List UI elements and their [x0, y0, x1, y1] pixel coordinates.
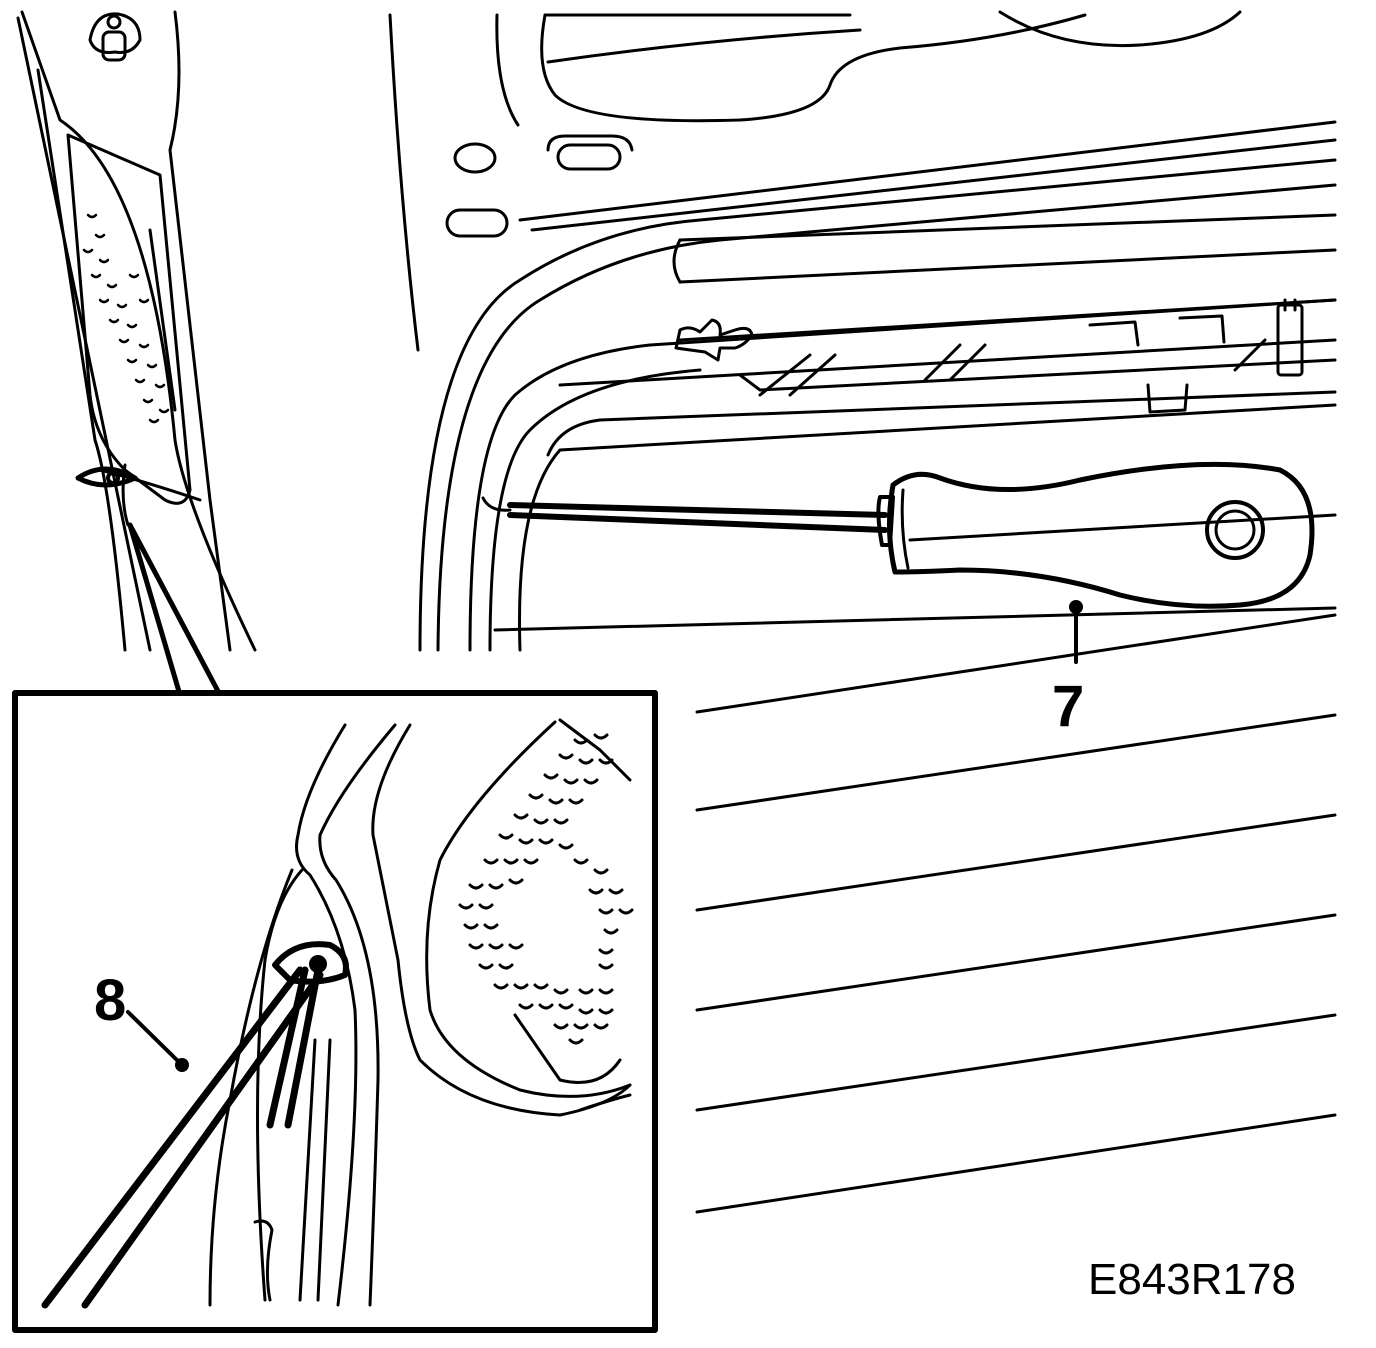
clip-icon	[75, 466, 138, 488]
callout-7-leader	[1069, 600, 1083, 664]
clip-detail-icon	[41, 941, 349, 1309]
screwdriver-icon	[481, 461, 1315, 609]
door-holes	[445, 134, 634, 238]
door-lower-lines	[695, 613, 1337, 1214]
door-frame	[388, 10, 1337, 652]
callout-label-8: 8	[94, 968, 127, 1033]
detail-inset	[12, 690, 658, 1333]
callout-8-leader	[126, 1010, 189, 1072]
pillar-texture	[82, 213, 170, 424]
regulator-components	[674, 298, 1304, 414]
door-pillar	[16, 10, 257, 652]
inset-pointer	[127, 522, 223, 698]
inset-texture	[458, 733, 634, 1045]
callout-label-7: 7	[1052, 674, 1085, 739]
pillar-fastener	[88, 12, 142, 62]
door-rail	[558, 213, 1337, 392]
figure-reference-code: E843R178	[1088, 1255, 1296, 1304]
